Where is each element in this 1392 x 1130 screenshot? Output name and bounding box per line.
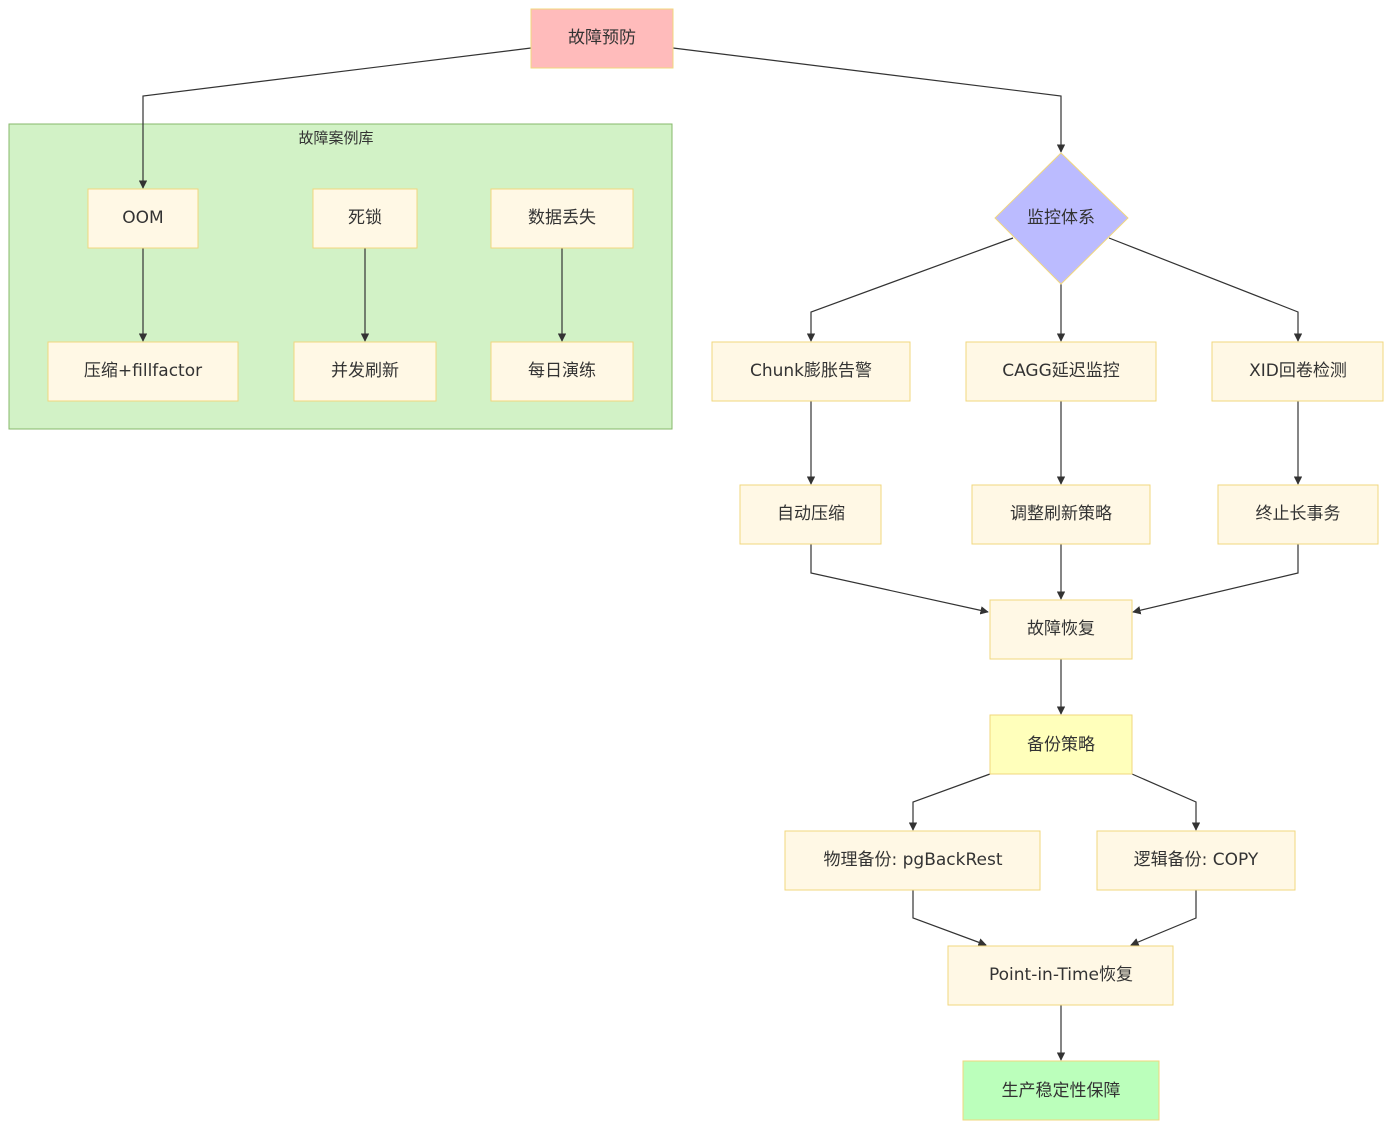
node-label: 备份策略 [1027, 735, 1095, 755]
node-label: 每日演练 [528, 361, 596, 381]
node-physical-backup[interactable]: 物理备份: pgBackRest [784, 830, 1041, 891]
cluster-label: 故障案例库 [298, 129, 373, 147]
node-oom[interactable]: OOM [87, 188, 199, 249]
node-label: Point-in-Time恢复 [989, 965, 1133, 985]
node-label: 并发刷新 [331, 361, 399, 381]
edge-terminate-recovery [1132, 544, 1299, 615]
node-chunk-alert[interactable]: Chunk膨胀告警 [711, 341, 911, 402]
node-xid-detect[interactable]: XID回卷检测 [1211, 341, 1384, 402]
node-daily-drill[interactable]: 每日演练 [490, 341, 634, 402]
node-label: OOM [122, 208, 163, 228]
node-label: 压缩+fillfactor [84, 361, 202, 381]
node-label: Chunk膨胀告警 [750, 361, 872, 381]
edge-backup-physical [908, 773, 991, 831]
node-label: 生产稳定性保障 [1002, 1081, 1121, 1101]
node-label: 终止长事务 [1256, 504, 1341, 524]
node-label: 故障恢复 [1027, 619, 1095, 639]
node-cagg-monitor[interactable]: CAGG延迟监控 [965, 341, 1157, 402]
node-compress-fillfactor[interactable]: 压缩+fillfactor [47, 341, 239, 402]
node-data-loss[interactable]: 数据丢失 [490, 188, 634, 249]
node-monitoring[interactable]: 监控体系 [994, 152, 1129, 285]
node-label: CAGG延迟监控 [1002, 361, 1120, 381]
edge-prevention-monitoring [672, 47, 1066, 153]
node-label: 物理备份: pgBackRest [823, 850, 1002, 870]
node-label: 监控体系 [1027, 208, 1095, 228]
edge-backup-logical [1131, 773, 1201, 831]
edge-monitoring-xid [1108, 237, 1303, 342]
node-recovery[interactable]: 故障恢复 [989, 599, 1133, 660]
node-auto-compress[interactable]: 自动压缩 [739, 484, 882, 545]
node-backup[interactable]: 备份策略 [989, 714, 1133, 775]
node-prevention[interactable]: 故障预防 [530, 8, 674, 69]
node-stability[interactable]: 生产稳定性保障 [962, 1060, 1160, 1121]
node-label: 调整刷新策略 [1010, 504, 1112, 524]
edge-autocompress-recovery [810, 544, 989, 615]
edges [138, 47, 1303, 1061]
node-logical-backup[interactable]: 逻辑备份: COPY [1096, 830, 1296, 891]
edge-logical-pitr [1130, 890, 1197, 946]
edge-physical-pitr [912, 890, 987, 947]
node-label: 故障预防 [568, 28, 636, 48]
node-terminate-txn[interactable]: 终止长事务 [1217, 484, 1379, 545]
node-label: 死锁 [348, 208, 382, 228]
node-label: 数据丢失 [528, 208, 596, 228]
node-pitr[interactable]: Point-in-Time恢复 [947, 945, 1174, 1006]
edge-prevention-oom [138, 47, 532, 189]
node-label: XID回卷检测 [1249, 361, 1347, 381]
node-deadlock[interactable]: 死锁 [312, 188, 418, 249]
edge-monitoring-chunk [806, 237, 1014, 342]
node-label: 自动压缩 [777, 504, 845, 524]
node-concurrent-refresh[interactable]: 并发刷新 [293, 341, 437, 402]
node-label: 逻辑备份: COPY [1134, 850, 1259, 870]
node-adjust-refresh[interactable]: 调整刷新策略 [971, 484, 1151, 545]
